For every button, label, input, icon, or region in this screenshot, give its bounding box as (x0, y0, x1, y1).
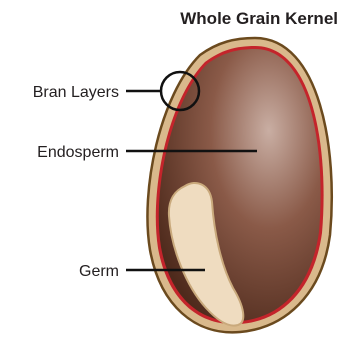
diagram-title: Whole Grain Kernel (180, 9, 338, 28)
germ-label: Germ (79, 263, 119, 280)
endosperm-label: Endosperm (37, 144, 119, 161)
bran-layers-label: Bran Layers (33, 84, 119, 101)
